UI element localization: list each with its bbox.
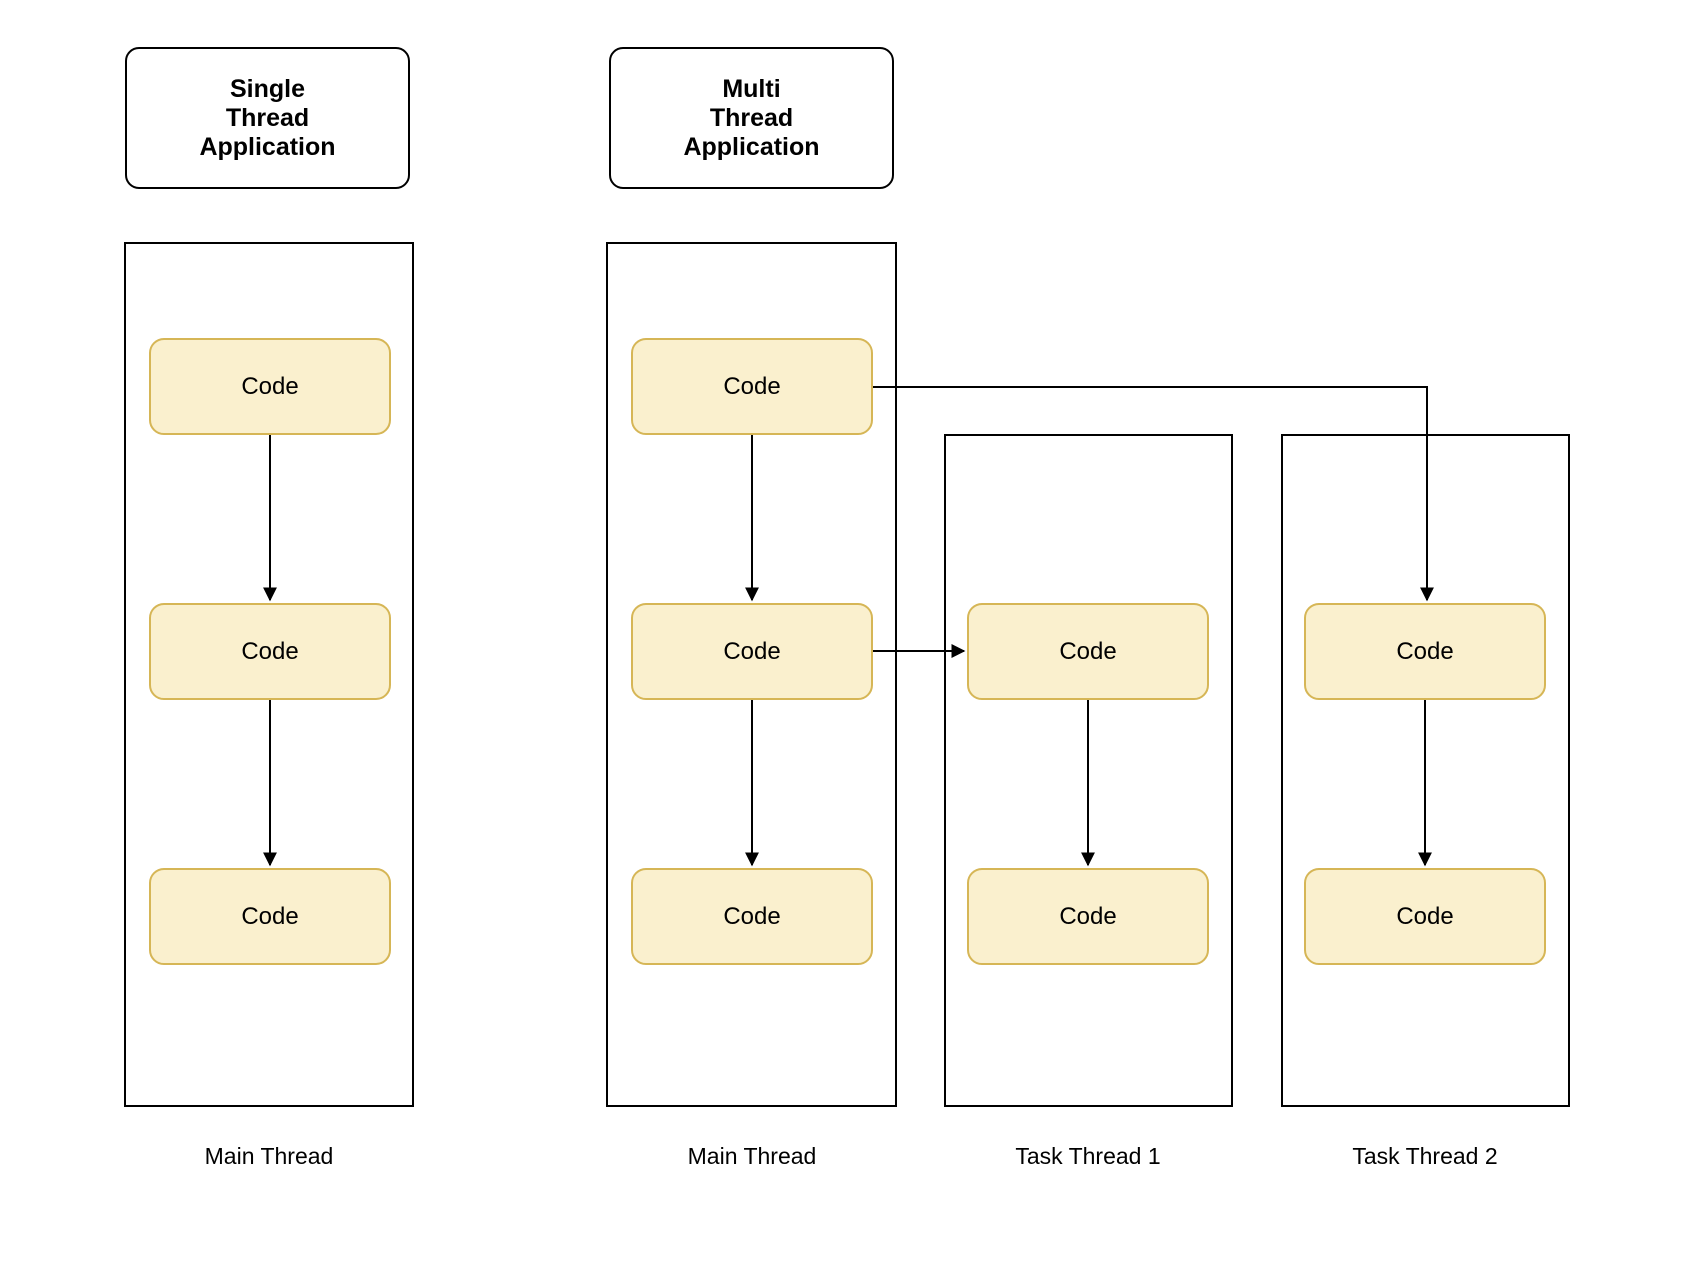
code-node-label: Code <box>241 372 299 400</box>
task-thread-1-container <box>944 434 1233 1107</box>
multi-thread-application-title-box: Multi Thread Application <box>609 47 894 189</box>
task2-code-node-1: Code <box>1304 603 1546 700</box>
single-thread-application-title-box: Single Thread Application <box>125 47 410 189</box>
single-code-node-3: Code <box>149 868 391 965</box>
code-node-label: Code <box>241 902 299 930</box>
code-node-label: Code <box>723 637 781 665</box>
single-thread-application-title: Single Thread Application <box>199 74 336 161</box>
task2-code-node-2: Code <box>1304 868 1546 965</box>
multi-main-code-node-1: Code <box>631 338 873 435</box>
single-code-node-2: Code <box>149 603 391 700</box>
main-thread-2-label: Main Thread <box>687 1143 817 1169</box>
code-node-label: Code <box>1059 637 1117 665</box>
code-node-label: Code <box>1396 637 1454 665</box>
code-node-label: Code <box>1396 902 1454 930</box>
single-code-node-1: Code <box>149 338 391 435</box>
code-node-label: Code <box>1059 902 1117 930</box>
code-node-label: Code <box>241 637 299 665</box>
task1-code-node-2: Code <box>967 868 1209 965</box>
task-thread-2-label: Task Thread 2 <box>1352 1143 1498 1169</box>
multi-main-code-node-3: Code <box>631 868 873 965</box>
main-thread-1-label: Main Thread <box>204 1143 334 1169</box>
task1-code-node-1: Code <box>967 603 1209 700</box>
code-node-label: Code <box>723 902 781 930</box>
task-thread-1-label: Task Thread 1 <box>1015 1143 1161 1169</box>
code-node-label: Code <box>723 372 781 400</box>
multi-thread-application-title: Multi Thread Application <box>683 74 820 161</box>
multi-main-code-node-2: Code <box>631 603 873 700</box>
task-thread-2-container <box>1281 434 1570 1107</box>
